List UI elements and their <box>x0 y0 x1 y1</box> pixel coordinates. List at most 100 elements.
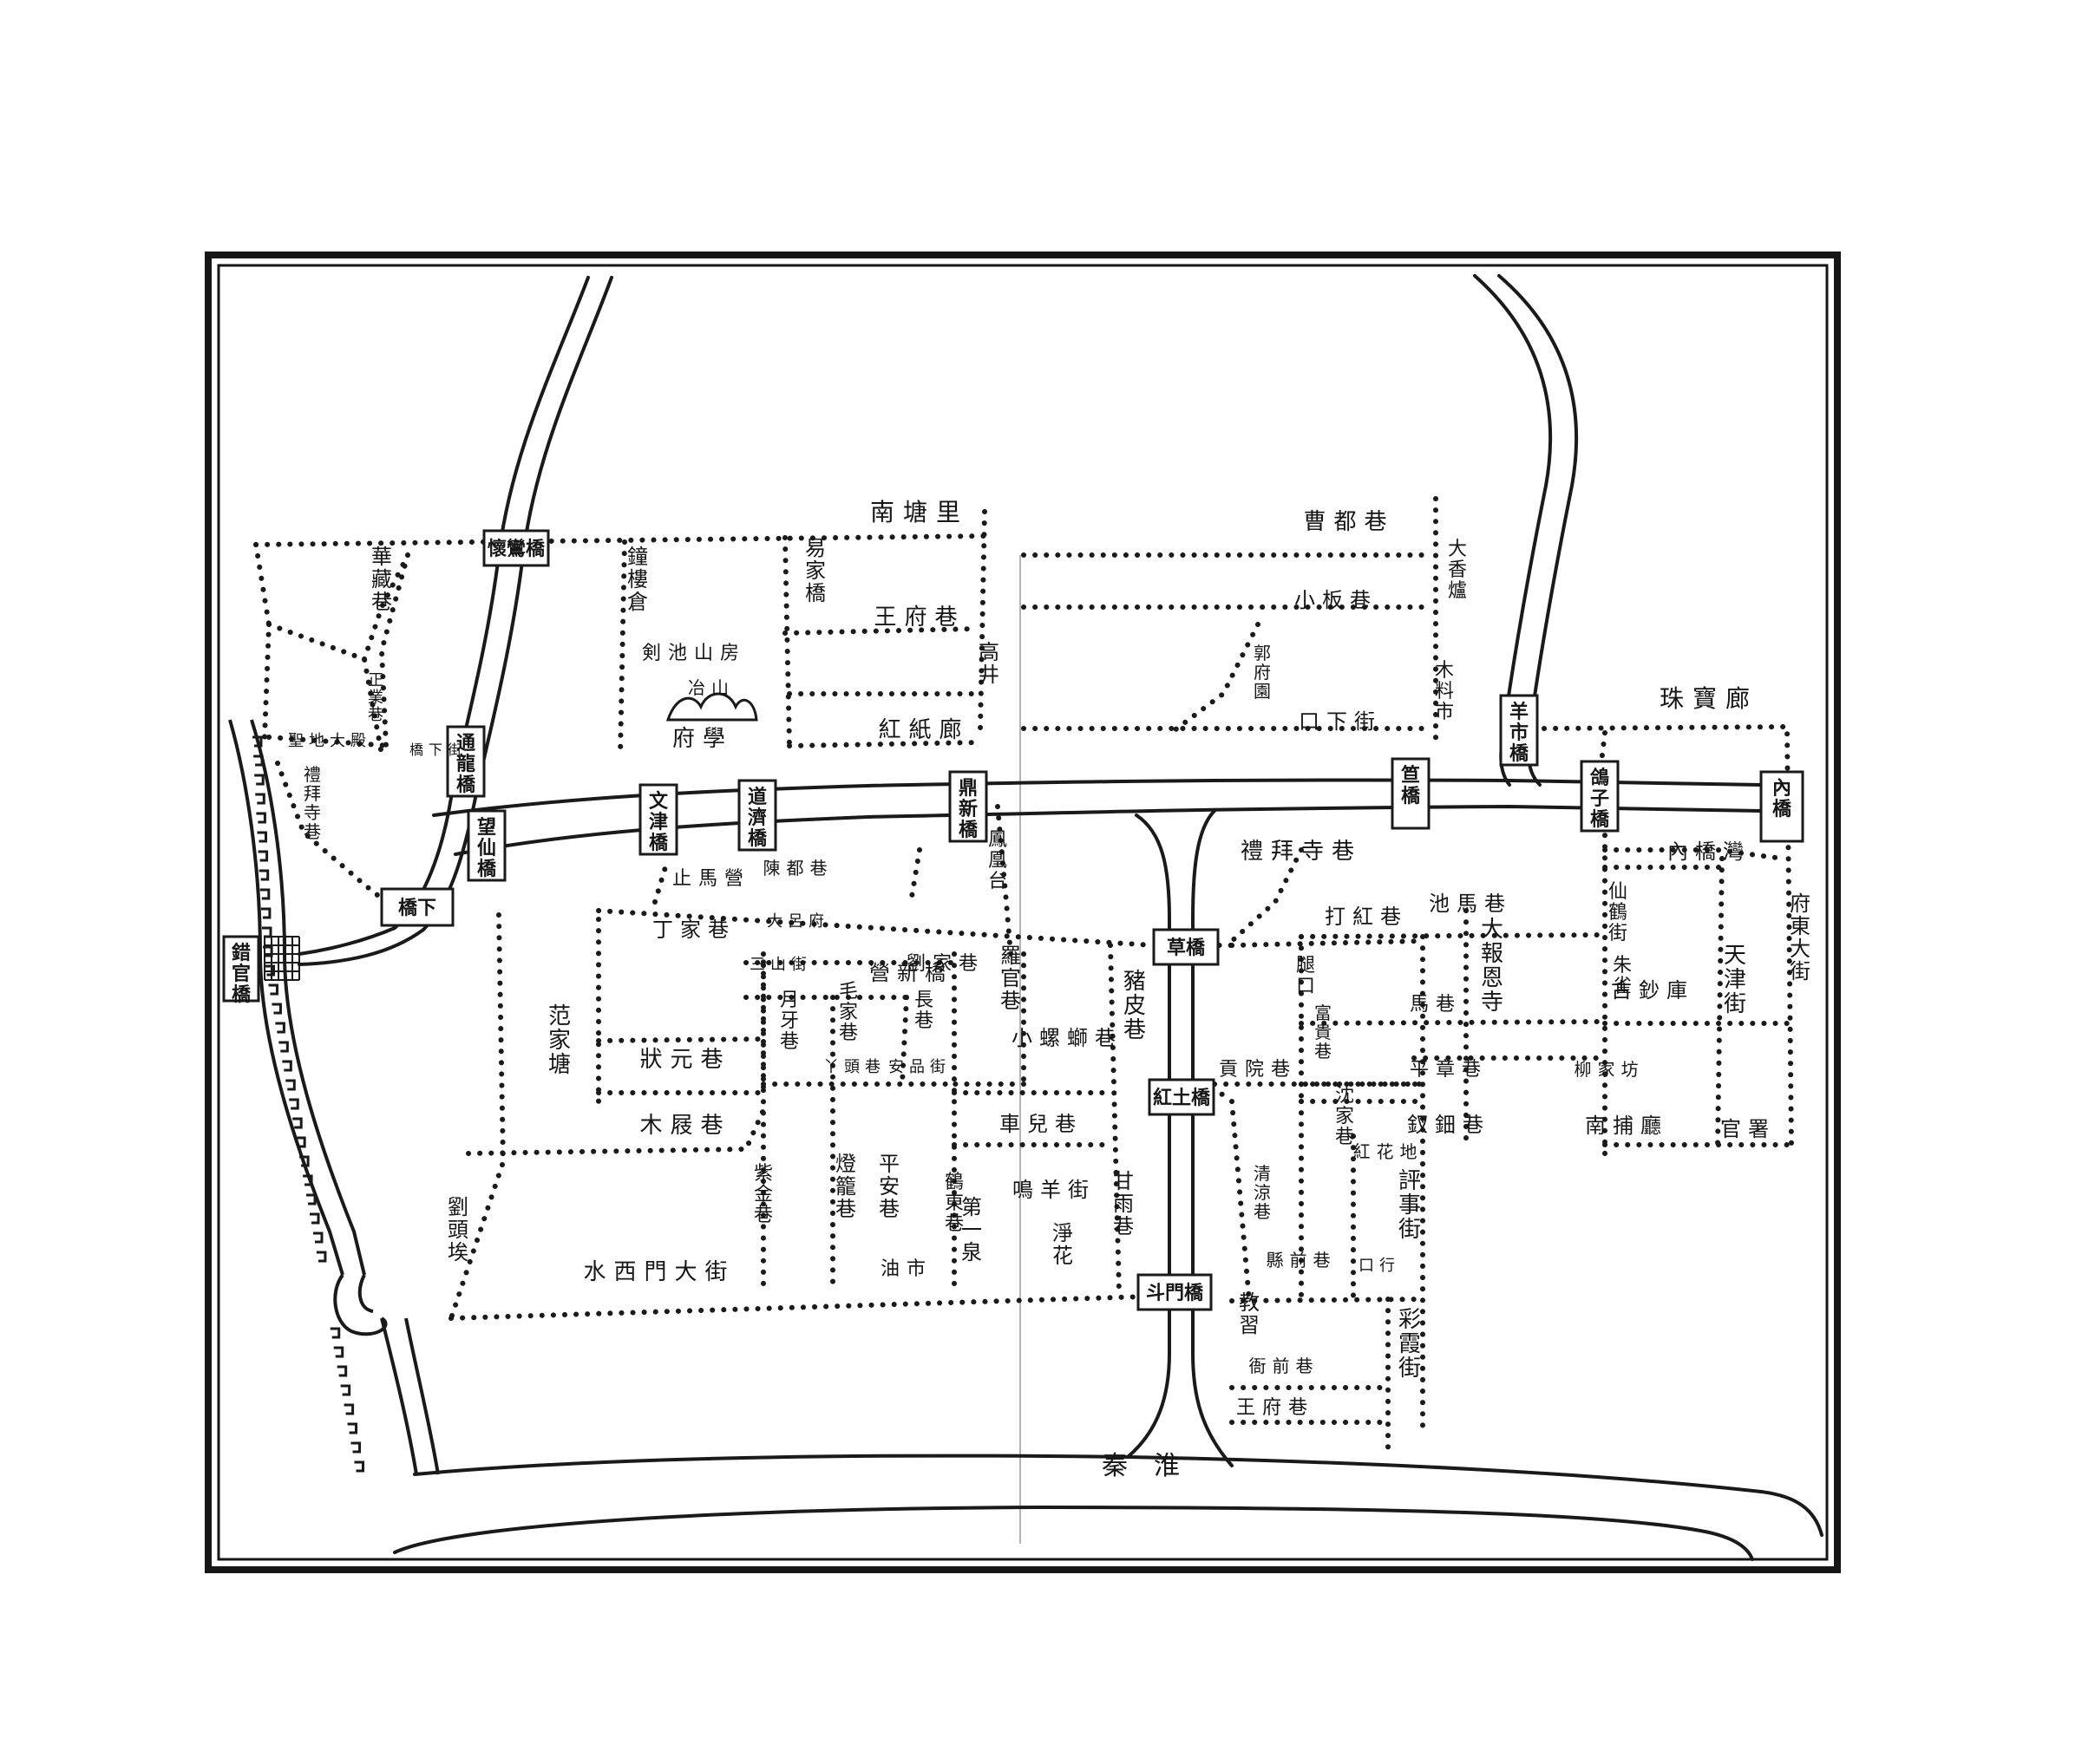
wall-merlon <box>257 831 267 843</box>
bridge-box <box>1136 1273 1213 1311</box>
wall-merlon <box>255 793 265 805</box>
wall-merlon <box>333 1346 344 1358</box>
bridge-box <box>467 809 507 882</box>
street-label-pingzhang: 平章巷 <box>1410 1059 1488 1081</box>
bridge-box <box>446 725 486 798</box>
bridge-box <box>737 779 777 852</box>
street-label-ximen: 水西門大街 <box>583 1259 735 1285</box>
street-label-qiaoxia_s: 橋下街 <box>409 742 467 758</box>
street-label-nanbu: 南捕廳 <box>1585 1114 1668 1138</box>
street-label-zhuyu: 朱雀 <box>1613 955 1632 997</box>
street-label-xianxiang: 仙鶴街 <box>1608 881 1627 944</box>
bridge-tonglong: 通龍橋 <box>446 725 486 798</box>
wall-merlon <box>256 812 266 824</box>
street-label-fanshan: 剣池山房 <box>642 643 746 664</box>
street-label-qiexiang: 內橋灣 <box>1667 840 1751 864</box>
street-segment <box>253 533 987 547</box>
wall-merlon <box>259 869 270 881</box>
street-segment <box>596 908 1156 948</box>
street-label-anpin: 安品街 <box>888 1058 951 1076</box>
bridge-wanxian: 望仙橋 <box>467 809 507 882</box>
wall-merlon <box>306 1193 317 1205</box>
wall-merlon <box>260 907 272 919</box>
bridge-box <box>1152 928 1220 966</box>
street-segment <box>1169 622 1260 735</box>
street-label-zijing: 紫金巷 <box>754 1163 773 1226</box>
bridge-box <box>222 935 260 1003</box>
qinhuai-south-bank <box>393 1505 1754 1561</box>
bridge-doumen: 斗門橋 <box>1136 1273 1213 1311</box>
northwest-stream-right-bank <box>422 276 613 931</box>
street-network <box>253 496 1794 1460</box>
street-segment <box>596 951 766 1095</box>
wall-merlon <box>340 1384 351 1396</box>
bridge-box <box>1148 1078 1215 1116</box>
street-segment <box>1602 847 1785 861</box>
map-border-inner <box>217 264 1829 1561</box>
street-label-hupi: 豬皮巷 <box>1123 969 1146 1043</box>
street-label-dingjia: 丁家巷 <box>652 918 736 942</box>
bridge-huanluan: 懷鸞橋 <box>482 529 550 567</box>
street-label-zhengye: 正業巷 <box>368 671 383 724</box>
street-label-tonghe: 沈家巷 <box>1335 1085 1354 1148</box>
street-label-yanjing: 縣前巷 <box>1267 1250 1337 1271</box>
wall-merlon <box>258 850 269 862</box>
street-segment <box>652 856 671 905</box>
canal-west-outlet-north <box>298 926 396 956</box>
bridge-label: 鼎新橋 <box>959 777 979 841</box>
bridge-hongtu: 紅土橋 <box>1148 1078 1215 1116</box>
street-segment <box>378 552 410 748</box>
wall-merlon <box>292 1117 303 1129</box>
street-label-liufang: 柳家坊 <box>1575 1059 1645 1080</box>
wall-merlon <box>289 1098 299 1110</box>
street-label-dongjie: 衙前巷 <box>1249 1356 1319 1376</box>
bridge-label: 紅土橋 <box>1153 1087 1211 1109</box>
street-label-baoqian: 大報恩寺 <box>1481 917 1503 1016</box>
street-label-liutou: 劉頭埃 <box>448 1195 468 1264</box>
street-label-yixie: 易家橋 <box>805 536 826 605</box>
bridge-label: 懷鸞橋 <box>488 538 546 560</box>
west-gate-grid <box>264 936 300 981</box>
street-label-fuxue: 府學 <box>672 726 733 752</box>
ns-canal-east-bank <box>1191 809 1234 1467</box>
street-segment <box>908 847 922 905</box>
bridge-box <box>380 887 455 927</box>
street-segment <box>1229 847 1304 944</box>
street-label-zhima: 止馬營 <box>672 868 750 890</box>
street-label-dahong: 打紅巷 <box>1325 905 1408 929</box>
wall-merlon <box>303 1174 313 1186</box>
bridge-daoji: 道濟橋 <box>737 779 777 852</box>
bridge-neiqiao: 內橋 <box>1759 770 1804 843</box>
street-segment <box>1229 1099 1252 1303</box>
bridge-qiaoxia: 橋下 <box>380 887 455 927</box>
street-label-guozi: 郭府園 <box>1254 643 1271 702</box>
street-label-tuikou: 腿口 <box>1296 955 1315 997</box>
street-label-libaisi: 禮拜寺巷 <box>1241 839 1362 865</box>
street-label-wangxiang: 王府巷 <box>1236 1397 1314 1419</box>
wall-merlon <box>278 1041 289 1053</box>
street-label-xiaoxiang: 小板巷 <box>1294 588 1378 612</box>
wall-merlon <box>253 755 264 767</box>
wall-merlon <box>330 1327 341 1339</box>
wall-merlon <box>259 888 271 900</box>
street-label-fuzhuang: 釵鈿巷 <box>1407 1113 1490 1137</box>
wall-merlon <box>350 1441 362 1454</box>
street-label-zhuangyuan: 狀元巷 <box>639 1047 730 1073</box>
bridge-box <box>1759 770 1804 843</box>
street-label-xiangwai: 彩霞街 <box>1398 1307 1421 1382</box>
wall-merlon <box>254 774 265 786</box>
bridge-caoqiao: 草橋 <box>1152 928 1220 966</box>
bridge-label: 錯官橋 <box>232 942 252 1006</box>
street-label-zhongcang: 鐘樓倉 <box>627 545 648 614</box>
street-label-youshi: 油市 <box>881 1258 933 1280</box>
street-label-yaxiang: 丫頭巷 <box>823 1058 886 1076</box>
canal-north-bank <box>432 778 1763 817</box>
street-label-gaojing: 高井 <box>979 640 999 687</box>
street-label-lufu: 大呂府 <box>767 912 829 931</box>
street-label-maojia: 毛家巷 <box>839 981 858 1044</box>
street-label-daxiang: 大香爐 <box>1448 539 1467 602</box>
street-segment <box>978 509 987 731</box>
wall-merlon <box>310 1212 320 1225</box>
street-segment <box>1594 730 1607 809</box>
street-label-yixiang: 三山街 <box>750 956 812 974</box>
